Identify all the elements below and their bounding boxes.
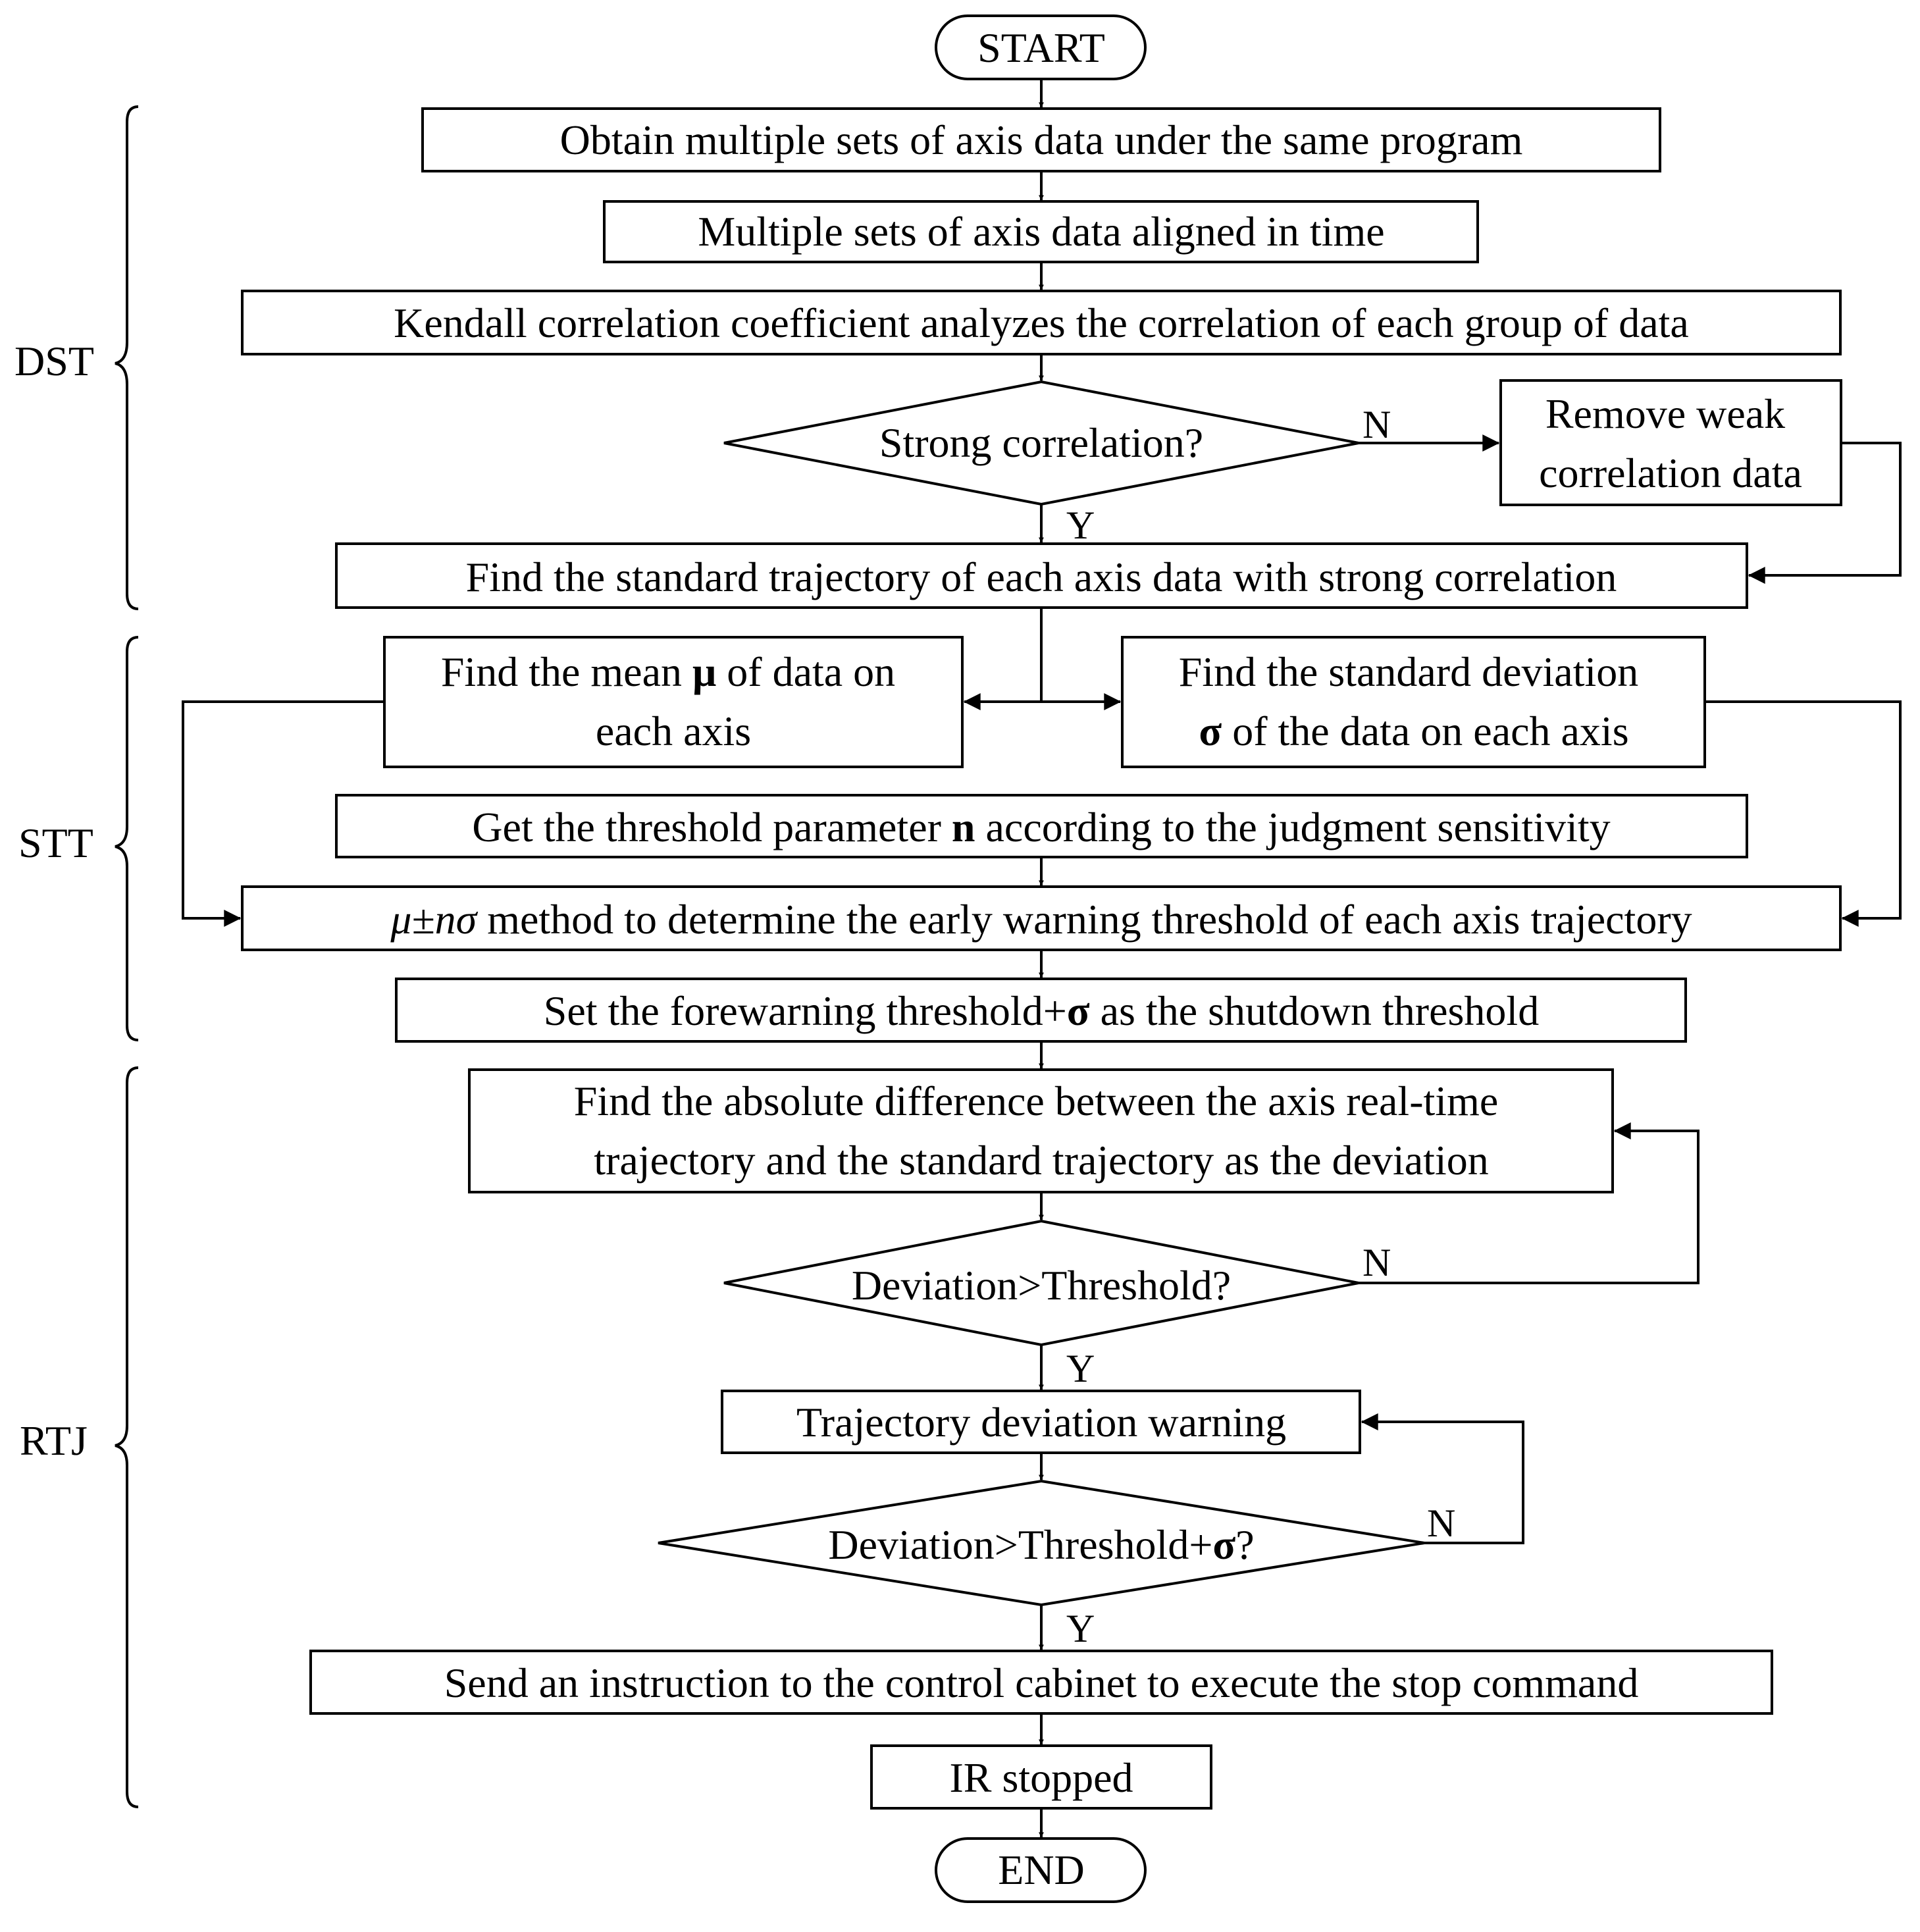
obtain-data-box [421, 107, 1661, 172]
sigma-symbol: σ [1199, 708, 1222, 754]
std-dev-label: Find the standard deviation σ of the dat… [1179, 648, 1649, 754]
stage-label-stt: STT [18, 820, 93, 866]
shutdown-a: Set the forewarning threshold+ [544, 987, 1067, 1034]
end-terminal [935, 1837, 1147, 1903]
arrow-remove-to-trajectory [1748, 442, 1902, 584]
standard-trajectory-label: Find the standard trajectory of each axi… [466, 554, 1617, 600]
deviation-warning-label: Trajectory deviation warning [796, 1399, 1286, 1446]
rtj-brace [115, 1066, 139, 1808]
remove-weak-label: Remove weak correlation data [1539, 390, 1802, 496]
mean-line1: Find the mean μ of data on [441, 648, 895, 695]
shutdown-sigma: σ [1067, 987, 1090, 1034]
stage-label-rtj: RTJ [20, 1417, 88, 1464]
std-dev-line2-b: of the data on each axis [1222, 708, 1628, 754]
deviation-threshold-sigma-label: Deviation>Threshold+σ? [828, 1521, 1254, 1568]
dev2-sigma: σ [1212, 1521, 1235, 1568]
absolute-difference-line2: trajectory and the standard trajectory a… [594, 1137, 1488, 1184]
dev2-a: Deviation>Threshold+ [828, 1521, 1212, 1568]
dev-yes-label: Y [1066, 1347, 1095, 1390]
mean-label: Find the mean μ of data on each axis [441, 648, 906, 754]
dst-brace [115, 105, 139, 610]
arrow-decision-no-loop [1359, 1122, 1699, 1284]
strong-correlation-label: Strong correlation? [879, 419, 1203, 466]
threshold-param-box [335, 794, 1748, 858]
n-symbol: n [952, 804, 975, 850]
align-data-box [603, 200, 1479, 263]
deviation-threshold-label: Deviation>Threshold? [852, 1262, 1231, 1309]
dev2-yes-label: Y [1066, 1607, 1095, 1650]
start-label: START [977, 24, 1105, 71]
arrow-mean-to-method [182, 700, 384, 927]
threshold-param-b: according to the judgment sensitivity [975, 804, 1611, 850]
obtain-data-label: Obtain multiple sets of axis data under … [560, 117, 1523, 163]
strong-no-label: N [1362, 403, 1391, 446]
dev2-b: ? [1235, 1521, 1254, 1568]
mean-line2: each axis [596, 708, 751, 754]
strong-yes-label: Y [1066, 504, 1095, 547]
arrow-decision2-no-loop [1361, 1413, 1524, 1544]
stage-label-dst: DST [14, 338, 94, 384]
mean-line1-b: of data on [716, 648, 895, 695]
align-data-label: Multiple sets of axis data aligned in ti… [698, 208, 1384, 255]
standard-trajectory-box [335, 542, 1748, 609]
shutdown-b: as the shutdown threshold [1090, 987, 1540, 1034]
threshold-param-label: Get the threshold parameter n according … [472, 804, 1610, 850]
shutdown-threshold-label: Set the forewarning threshold+σ as the s… [544, 987, 1539, 1034]
remove-weak-line2: correlation data [1539, 450, 1802, 496]
ir-stopped-label: IR stopped [949, 1754, 1133, 1801]
shutdown-threshold-box [395, 978, 1687, 1043]
kendall-label: Kendall correlation coefficient analyzes… [394, 300, 1689, 346]
remove-weak-box [1499, 379, 1842, 506]
method-symbol: μ±nσ [390, 896, 478, 943]
mean-line1-a: Find the mean [441, 648, 692, 695]
remove-weak-line1: Remove weak [1545, 390, 1785, 437]
std-dev-box [1121, 636, 1706, 768]
early-warning-method-label: μ±nσ method to determine the early warni… [390, 896, 1692, 943]
dev2-no-label: N [1427, 1501, 1455, 1545]
send-stop-label: Send an instruction to the control cabin… [444, 1659, 1639, 1706]
method-rest: method to determine the early warning th… [477, 896, 1692, 943]
kendall-box [241, 290, 1842, 355]
dev-no-label: N [1362, 1241, 1391, 1284]
absolute-difference-line1: Find the absolute difference between the… [574, 1078, 1499, 1124]
ir-stopped-box [870, 1744, 1212, 1810]
mean-symbol: μ [692, 648, 716, 695]
stt-brace [115, 636, 139, 1041]
threshold-param-a: Get the threshold parameter [472, 804, 952, 850]
end-label: END [998, 1846, 1085, 1893]
absolute-difference-box [468, 1068, 1614, 1193]
arrow-stddev-to-method [1705, 700, 1902, 927]
std-dev-line2: σ of the data on each axis [1199, 708, 1628, 754]
absolute-difference-label: Find the absolute difference between the… [574, 1078, 1509, 1184]
std-dev-line1: Find the standard deviation [1179, 648, 1639, 695]
send-stop-box [309, 1650, 1773, 1715]
